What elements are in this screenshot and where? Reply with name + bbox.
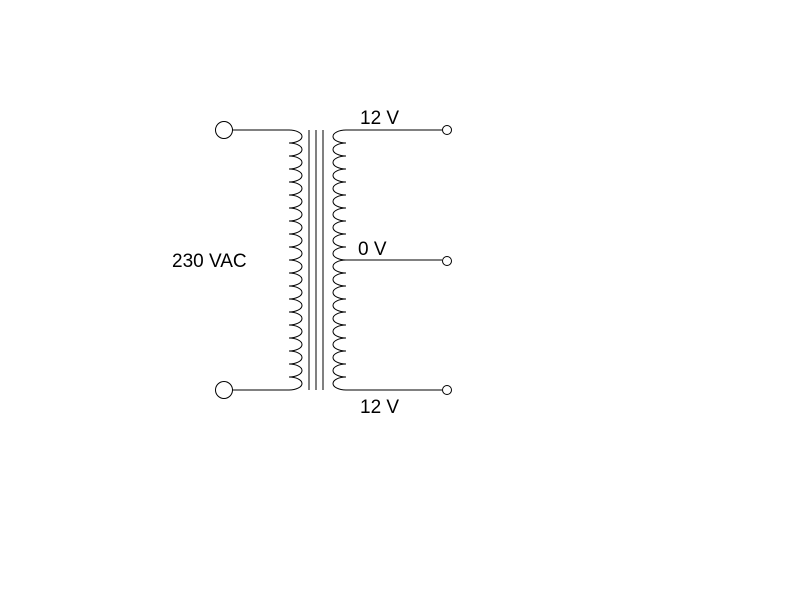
- secondary-terminal-center[interactable]: [442, 256, 452, 266]
- secondary-top-voltage-label: 12 V: [360, 108, 399, 129]
- primary-terminal-bottom[interactable]: [215, 381, 233, 399]
- secondary-center-voltage-label: 0 V: [358, 239, 387, 260]
- primary-voltage-label: 230 VAC: [172, 251, 247, 272]
- secondary-terminal-bottom[interactable]: [442, 385, 452, 395]
- primary-terminal-top[interactable]: [215, 121, 233, 139]
- secondary-terminal-top[interactable]: [442, 125, 452, 135]
- secondary-winding: [332, 129, 347, 391]
- primary-winding: [288, 129, 303, 391]
- secondary-bottom-voltage-label: 12 V: [360, 397, 399, 418]
